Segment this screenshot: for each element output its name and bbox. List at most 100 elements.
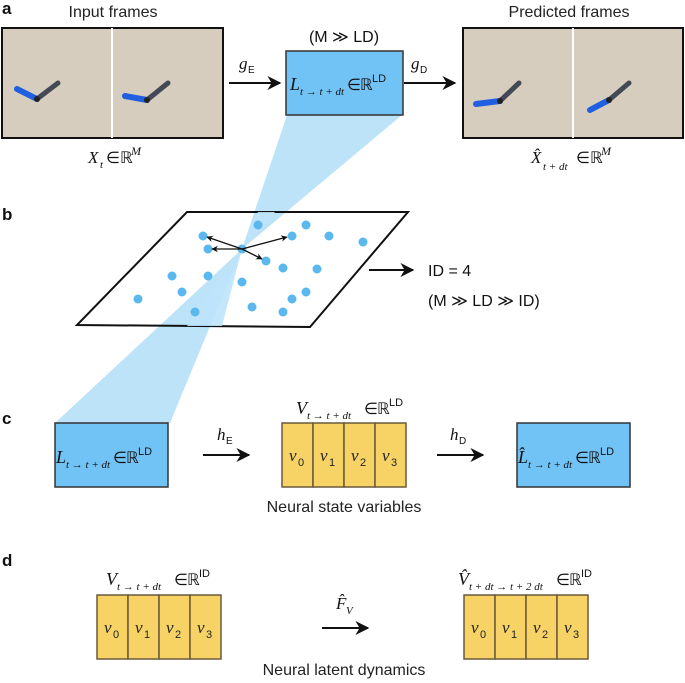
latent-point xyxy=(133,294,143,304)
state-cell xyxy=(463,594,496,660)
state-cell-label: v xyxy=(533,618,541,637)
state-variable-label-d-output: V̂ t + dt → t + 2 dt ∈ ℝ ID xyxy=(458,568,592,593)
svg-text:L: L xyxy=(55,447,66,467)
latent-points xyxy=(133,220,368,317)
input-frames xyxy=(1,27,224,139)
state-cell-index: 1 xyxy=(329,457,335,469)
svg-text:g: g xyxy=(411,54,420,73)
latent-point xyxy=(177,287,187,297)
latent-point xyxy=(167,271,177,281)
latent-point xyxy=(203,271,213,281)
state-cell xyxy=(158,594,191,660)
state-cell xyxy=(312,422,345,488)
predicted-frames-title: Predicted frames xyxy=(509,4,630,21)
neighbor-arrows xyxy=(206,235,288,260)
state-cell-label: v xyxy=(382,446,390,465)
state-cell xyxy=(96,594,129,660)
svg-text:ID: ID xyxy=(199,568,210,580)
state-variable-label-c: V t → t + dt ∈ ℝ LD xyxy=(296,397,403,422)
svg-text:E: E xyxy=(226,436,233,447)
svg-text:V̂: V̂ xyxy=(458,569,471,589)
svg-text:h: h xyxy=(450,425,459,444)
encoder-arrow-hE: h E xyxy=(203,425,251,462)
state-cell xyxy=(343,422,376,488)
state-cell xyxy=(189,594,222,660)
encoder-arrow-gE: g E xyxy=(229,54,282,90)
svg-text:LD: LD xyxy=(600,446,614,458)
cone-inside-plane-lower xyxy=(187,249,242,326)
state-cell-index: 2 xyxy=(175,629,181,641)
latent-point xyxy=(198,231,208,241)
state-cell xyxy=(494,594,527,660)
svg-text:ID: ID xyxy=(581,568,592,580)
state-cell xyxy=(127,594,160,660)
input-frames-title: Input frames xyxy=(69,4,158,21)
state-cell-label: v xyxy=(351,446,359,465)
latent-box-c-output: L̂ t → t + dt ∈ ℝ LD xyxy=(516,422,631,488)
panel-label-d: d xyxy=(2,551,12,570)
latent-point xyxy=(287,231,297,241)
svg-text:∈: ∈ xyxy=(113,450,127,467)
neural-state-variables-caption: Neural state variables xyxy=(267,499,422,516)
latent-point xyxy=(278,263,288,273)
latent-point xyxy=(312,264,322,274)
svg-text:V: V xyxy=(346,605,354,617)
svg-text:∈: ∈ xyxy=(575,450,589,467)
panel-label-b: b xyxy=(2,205,12,224)
svg-text:X̂: X̂ xyxy=(530,148,542,167)
input-frames-variable: X t ∈ ℝ M xyxy=(87,144,142,171)
svg-text:t → t + dt: t → t + dt xyxy=(528,459,573,471)
dimension-relation: (M ≫ LD ≫ ID) xyxy=(428,293,540,310)
svg-text:t → t + dt: t → t + dt xyxy=(117,581,162,593)
intrinsic-dimension-result: ID = 4 xyxy=(428,263,471,280)
state-cell-index: 1 xyxy=(511,629,517,641)
state-cell-index: 0 xyxy=(113,629,119,641)
latent-box-c-input: L t → t + dt ∈ ℝ LD xyxy=(54,422,169,488)
svg-text:t → t + dt: t → t + dt xyxy=(307,410,352,422)
state-cell-index: 2 xyxy=(542,629,548,641)
svg-text:∈: ∈ xyxy=(556,572,570,589)
latent-point xyxy=(237,277,247,287)
neural-latent-dynamics-caption: Neural latent dynamics xyxy=(263,662,426,679)
latent-point xyxy=(358,237,368,247)
latent-point xyxy=(190,307,200,317)
svg-text:D: D xyxy=(420,65,427,76)
latent-point xyxy=(247,302,257,312)
svg-text:∈: ∈ xyxy=(347,77,361,94)
svg-text:ℝ: ℝ xyxy=(377,401,390,418)
svg-text:t: t xyxy=(100,159,104,171)
latent-box-top: L t → t + dt ∈ ℝ LD xyxy=(285,50,404,116)
state-cell xyxy=(281,422,314,488)
svg-text:X: X xyxy=(87,148,99,167)
latent-point xyxy=(253,220,263,230)
predicted-frames-variable: X̂ t + dt ∈ ℝ M xyxy=(530,144,612,173)
cone-inside-plane-upper xyxy=(242,212,275,249)
latent-point xyxy=(203,244,213,254)
state-cell-label: v xyxy=(471,618,479,637)
svg-text:L: L xyxy=(289,74,300,94)
projection-cone-upper xyxy=(242,115,402,249)
svg-text:t + dt: t + dt xyxy=(543,161,568,173)
svg-text:t → t + dt: t → t + dt xyxy=(300,86,345,98)
state-cell-label: v xyxy=(135,618,143,637)
svg-text:M: M xyxy=(600,144,612,158)
state-cell-index: 2 xyxy=(360,457,366,469)
svg-text:ℝ: ℝ xyxy=(588,450,601,467)
svg-text:ℝ: ℝ xyxy=(569,572,582,589)
svg-text:∈: ∈ xyxy=(106,150,120,167)
svg-text:V: V xyxy=(296,398,309,418)
svg-text:h: h xyxy=(217,425,226,444)
state-cell-index: 3 xyxy=(573,629,579,641)
state-cell-index: 3 xyxy=(391,457,397,469)
svg-text:ℝ: ℝ xyxy=(187,572,200,589)
decoder-arrow-gD: g D xyxy=(404,54,457,90)
state-cell-index: 3 xyxy=(206,629,212,641)
state-cell-label: v xyxy=(289,446,297,465)
latent-dimension-note: (M ≫ LD) xyxy=(309,29,379,46)
state-cell xyxy=(374,422,407,488)
arm-image-input-1 xyxy=(14,80,61,102)
svg-text:t → t + dt: t → t + dt xyxy=(66,459,111,471)
svg-text:∈: ∈ xyxy=(576,150,590,167)
